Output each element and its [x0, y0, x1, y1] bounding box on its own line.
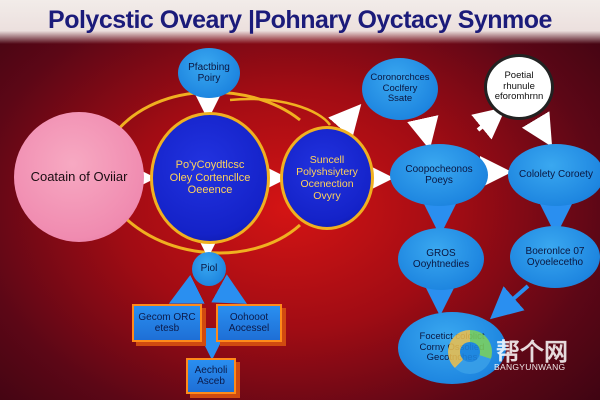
- top-bubble-label: Pfactbing Poiry: [188, 61, 230, 85]
- cascade-box-2: Oohooot Aocessel: [216, 304, 282, 342]
- small-bubble-label: Piol: [200, 263, 218, 275]
- title-band: [0, 0, 600, 44]
- arrow-center-to-box1: [168, 274, 205, 304]
- right-low-bubble-2: Boeronlce 07 Oyoelecetho: [510, 226, 600, 288]
- cascade-box-3-label: Aecholi Asceb: [194, 365, 228, 387]
- suncell-label: Suncell Polyshsiytery Ocenection Ovyry: [296, 153, 358, 203]
- right-top-bubble-label: Coronorchces Coclfery Ssate: [370, 71, 430, 105]
- cascade-box-3: Aecholi Asceb: [186, 358, 236, 394]
- connector-arc-mid: [229, 97, 332, 126]
- right-mid-bubble-1-label: Coopocheonos Poeys: [405, 163, 473, 187]
- right-low-bubble-1-label: GROS Ooyhtnedies: [412, 247, 470, 271]
- poetial-bubble: Poetial rhunule eforomhrnn: [484, 54, 554, 120]
- pcos-center-circle: Po'yCoydtlcsc Oley Cortencllce Oeeence: [150, 112, 270, 244]
- arrow-suncell-to-right-top: [328, 103, 362, 139]
- watermark-en-text: BANGYUNWANG: [494, 362, 566, 372]
- small-bubble: Piol: [192, 252, 226, 286]
- arrow-right-top-to-mid: [407, 115, 439, 150]
- watermark-logo-icon: [448, 330, 492, 374]
- arrow-mid-to-poetial: [471, 106, 507, 140]
- poetial-label: Poetial rhunule eforomhrnn: [494, 69, 544, 103]
- right-low-bubble-1: GROS Ooyhtnedies: [398, 228, 484, 290]
- right-mid-bubble-2: Cololety Coroety: [508, 144, 600, 206]
- right-top-bubble: Coronorchces Coclfery Ssate: [362, 58, 438, 120]
- right-low-bubble-2-label: Boeronlce 07 Oyoelecetho: [525, 245, 585, 269]
- pcos-center-label: Po'yCoydtlcsc Oley Cortencllce Oeeence: [169, 159, 251, 197]
- top-bubble: Pfactbing Poiry: [178, 48, 240, 98]
- watermark-cn-text: 帮个网: [496, 338, 568, 366]
- cascade-box-1-label: Gecom ORC etesb: [138, 312, 196, 334]
- arrow-low2-to-bottom: [489, 284, 530, 320]
- right-mid-bubble-1: Coopocheonos Poeys: [390, 144, 488, 206]
- diagram-title: Polycstic Oveary |Pohnary Oyctacy Synmoe: [48, 6, 552, 34]
- watermark: 帮个网 BANGYUNWANG: [448, 328, 578, 378]
- ovarian-circle: Coatain of Oviiar: [14, 112, 144, 242]
- arrow-center-to-box2: [211, 274, 247, 304]
- right-mid-bubble-2-label: Cololety Coroety: [519, 169, 593, 181]
- suncell-circle: Suncell Polyshsiytery Ocenection Ovyry: [280, 126, 374, 230]
- ovarian-label: Coatain of Oviiar: [30, 168, 128, 184]
- arrow-poetial-to-mid2: [521, 111, 553, 147]
- cascade-box-2-label: Oohooot Aocessel: [228, 312, 270, 334]
- cascade-box-1: Gecom ORC etesb: [132, 304, 202, 342]
